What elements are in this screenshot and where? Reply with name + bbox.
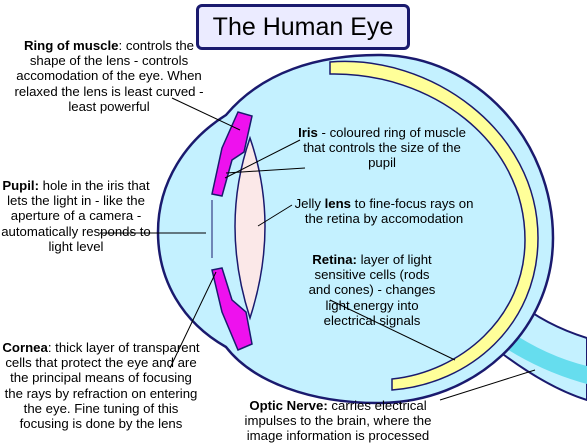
optic-desc: carries electrical impulses to the brain… [244,398,432,444]
lens-desc: to fine-focus rays on the retina by acco… [304,196,474,227]
cornea-term: Cornea [2,340,48,355]
retina-layer [329,60,539,391]
optic-nerve-core [502,330,587,384]
pupil-term: Pupil: [2,178,39,193]
title-box: The Human Eye [196,4,410,50]
retina-term: Retina: [312,252,357,267]
ring-colon: : [118,38,123,53]
label-optic-nerve: Optic Nerve: carries electrical impulses… [232,398,444,444]
lens-pre: Jelly [294,196,325,211]
lens [234,135,266,321]
muscle-top [211,111,253,197]
label-retina: Retina: layer of light sensitive cells (… [302,252,442,328]
label-lens: Jelly lens to fine-focus rays on the ret… [286,196,482,226]
label-cornea: Cornea: thick layer of transparent cells… [0,340,202,431]
label-pupil: Pupil: hole in the iris that lets the li… [0,178,152,254]
pointer-lines [100,97,536,401]
ring-desc: controls the shape of the lens - control… [14,38,204,114]
ring-term: Ring of muscle [23,38,119,53]
page-title: The Human Eye [212,12,394,41]
optic-term: Optic Nerve: [249,398,328,413]
iris-term: Iris [298,125,318,140]
label-iris: Iris - coloured ring of muscle that cont… [298,125,466,171]
pupil-desc: hole in the iris that lets the light in … [1,178,151,254]
iris-desc: - coloured ring of muscle that controls … [303,125,466,171]
label-ring-of-muscle: Ring of muscle: controls the shape of th… [12,38,206,114]
muscle-bottom [211,267,253,351]
cornea-desc: : thick layer of transparent cells that … [4,340,200,432]
lens-term: lens [324,196,351,211]
retina-desc: layer of light sensitive cells (rods and… [308,252,436,328]
eyeball [156,53,555,405]
